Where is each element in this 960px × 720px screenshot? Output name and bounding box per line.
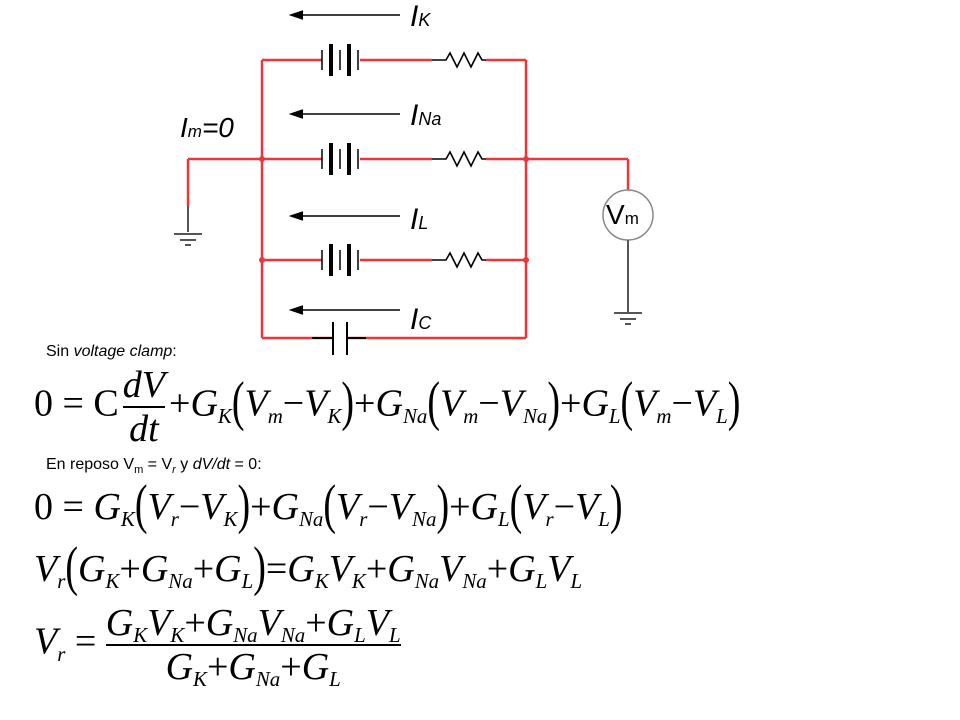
current-label-ic: IC	[410, 303, 432, 336]
battery-l	[321, 244, 359, 276]
resting-potential-fraction: GKVK+GNaVNa+GLVL GK+GNa+GL	[105, 602, 401, 692]
junction-dots	[259, 156, 529, 263]
current-label-ik: IK	[410, 0, 431, 33]
resistors	[432, 51, 486, 269]
resistor-k	[432, 51, 486, 69]
current-label-ina: INa	[410, 99, 442, 132]
battery-k	[321, 44, 359, 76]
resistor-na	[432, 150, 486, 168]
note-resting: En reposo Vm = Vr y dV/dt = 0:	[46, 456, 262, 477]
equation-resting-potential: Vr = GKVK+GNaVNa+GLVL GK+GNa+GL	[34, 602, 401, 692]
fraction-denominator: GK+GNa+GL	[165, 646, 341, 692]
equation-resting-balance: 0 = GK(Vr−VK)+GNa(Vr−VNa)+GL(Vr−VL)	[34, 474, 623, 536]
membrane-current-label: Im=0	[180, 112, 234, 143]
circuit-wires	[186, 58, 630, 340]
equation-rearranged: Vr(GK+GNa+GL)=GKVK+GNaVNa+GLVL	[34, 536, 583, 598]
ground-right-icon	[614, 300, 642, 325]
equation-membrane-current: 0 = C dV dt +GK(Vm−VK)+GNa(Vm−VNa)+GL(Vm…	[34, 364, 741, 450]
dv-dt-fraction: dV dt	[122, 364, 165, 450]
current-label-il: IL	[410, 203, 429, 236]
resistor-l	[432, 251, 486, 269]
current-arrows	[288, 10, 400, 315]
capacitor	[312, 322, 366, 355]
fraction-numerator: GKVK+GNaVNa+GLVL	[105, 602, 401, 648]
ground-left-icon	[174, 206, 202, 246]
voltmeter-label: Vm	[606, 199, 639, 230]
note-no-clamp: Sin voltage clamp:	[46, 343, 177, 360]
battery-na	[321, 143, 359, 175]
